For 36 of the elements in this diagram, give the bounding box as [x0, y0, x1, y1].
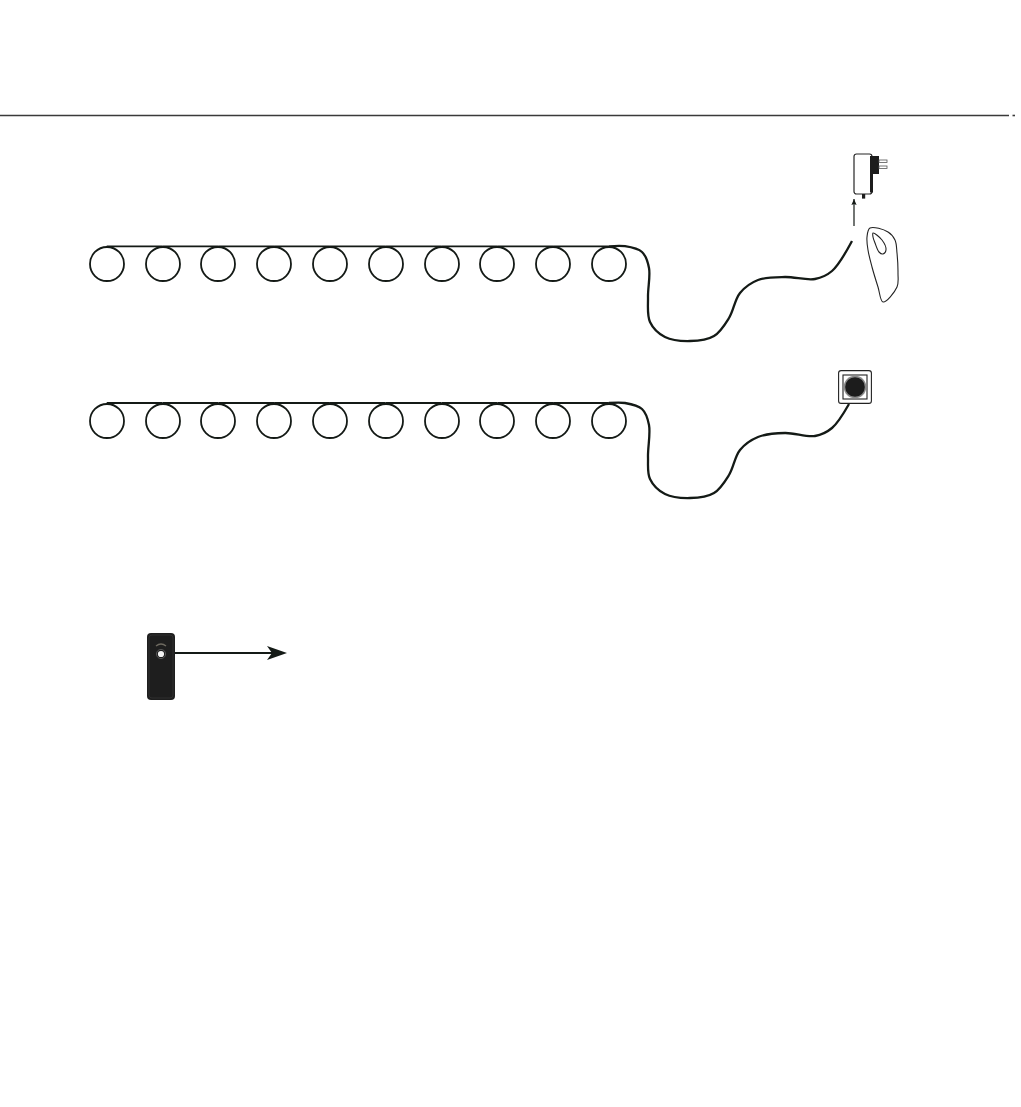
- bulb: [479, 403, 516, 439]
- wire: [384, 402, 443, 404]
- bulb: [88, 403, 125, 439]
- wire: [161, 402, 220, 404]
- remote-control: [147, 633, 175, 700]
- bulb: [311, 246, 348, 283]
- wire: [105, 402, 164, 404]
- bulb: [423, 246, 460, 283]
- bulb: [367, 246, 404, 283]
- bulb: [144, 403, 181, 439]
- bulb: [256, 403, 293, 439]
- bulb: [590, 403, 627, 439]
- bulb: [423, 403, 460, 439]
- bulb: [535, 246, 572, 283]
- bulb: [200, 403, 237, 439]
- wire: [273, 402, 331, 404]
- wire: [440, 402, 499, 404]
- bulb: [88, 246, 125, 283]
- bulb: [200, 246, 237, 283]
- bulb: [367, 403, 404, 439]
- arrow: [851, 198, 857, 227]
- wire: [496, 402, 554, 404]
- power-adapter: [853, 153, 888, 199]
- wire: [329, 402, 387, 404]
- wire: [217, 402, 275, 404]
- bulb: [144, 246, 181, 283]
- bulb: [590, 246, 627, 283]
- bulb: [479, 246, 516, 283]
- cable: [608, 401, 850, 500]
- arrow: [174, 646, 287, 660]
- wall-socket: [838, 370, 872, 404]
- wire: [552, 402, 610, 404]
- bulb: [256, 246, 293, 283]
- bulb: [311, 403, 348, 439]
- bulb: [535, 403, 572, 439]
- cable: [608, 240, 853, 343]
